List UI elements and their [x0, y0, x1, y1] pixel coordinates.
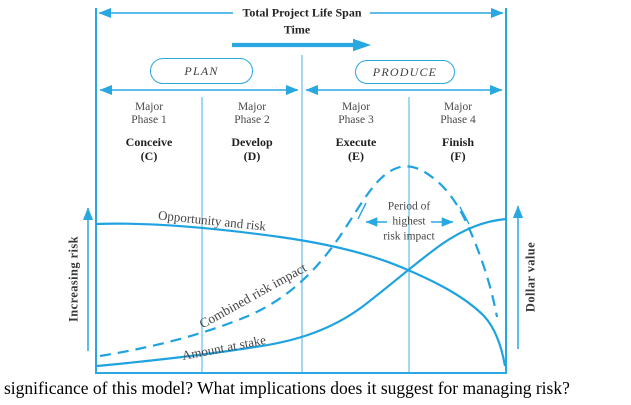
plan-label: PLAN	[184, 63, 219, 78]
phase-column-3: Major Phase 3 Execute (E)	[336, 101, 377, 163]
period-annotation-line2: highest	[392, 215, 426, 228]
phase-code-label: (F)	[450, 148, 466, 163]
increasing-risk-axis-label: Increasing risk	[66, 236, 81, 322]
phase-number-label: Phase 1	[131, 114, 167, 126]
time-arrow-head	[353, 38, 371, 52]
caption-text: significance of this model? What implica…	[4, 378, 570, 398]
phase-number-label: Phase 2	[234, 114, 270, 126]
period-right-tick	[459, 206, 470, 225]
phase-major-label: Major	[341, 101, 371, 113]
produce-label: PRODUCE	[372, 64, 438, 79]
period-annotation-line1: Period of	[387, 200, 431, 213]
phase-name-label: Execute	[335, 135, 377, 149]
plan-pill: PLAN	[150, 58, 253, 84]
phase-major-label: Major	[237, 101, 267, 113]
combined-risk-impact-curve	[99, 165, 499, 358]
phase-column-4: Major Phase 4 Finish (F)	[440, 101, 475, 163]
phase-column-1: Major Phase 1 Conceive (C)	[126, 101, 173, 163]
time-label: Time	[283, 22, 311, 37]
amount-at-stake-curve	[96, 217, 507, 368]
phase-code-label: (E)	[348, 148, 364, 163]
opportunity-and-risk-curve	[95, 222, 507, 367]
produce-pill: PRODUCE	[355, 60, 455, 84]
phase-code-label: (D)	[243, 148, 261, 163]
phase-name-label: Finish	[441, 135, 474, 149]
period-left-tick	[357, 202, 367, 220]
dollar-value-axis-label: Dollar value	[523, 241, 538, 313]
phase-column-2: Major Phase 2 Develop (D)	[231, 101, 272, 163]
phase-code-label: (C)	[140, 148, 158, 163]
phase-name-label: Conceive	[125, 135, 173, 149]
phase-major-label: Major	[134, 101, 164, 113]
phase-number-label: Phase 4	[440, 114, 476, 126]
phase-number-label: Phase 3	[338, 114, 374, 126]
phase-major-label: Major	[443, 101, 473, 113]
period-annotation-line3: risk impact	[383, 230, 435, 243]
total-span-label: Total Project Life Span	[239, 5, 365, 21]
phase-name-label: Develop	[231, 135, 273, 149]
